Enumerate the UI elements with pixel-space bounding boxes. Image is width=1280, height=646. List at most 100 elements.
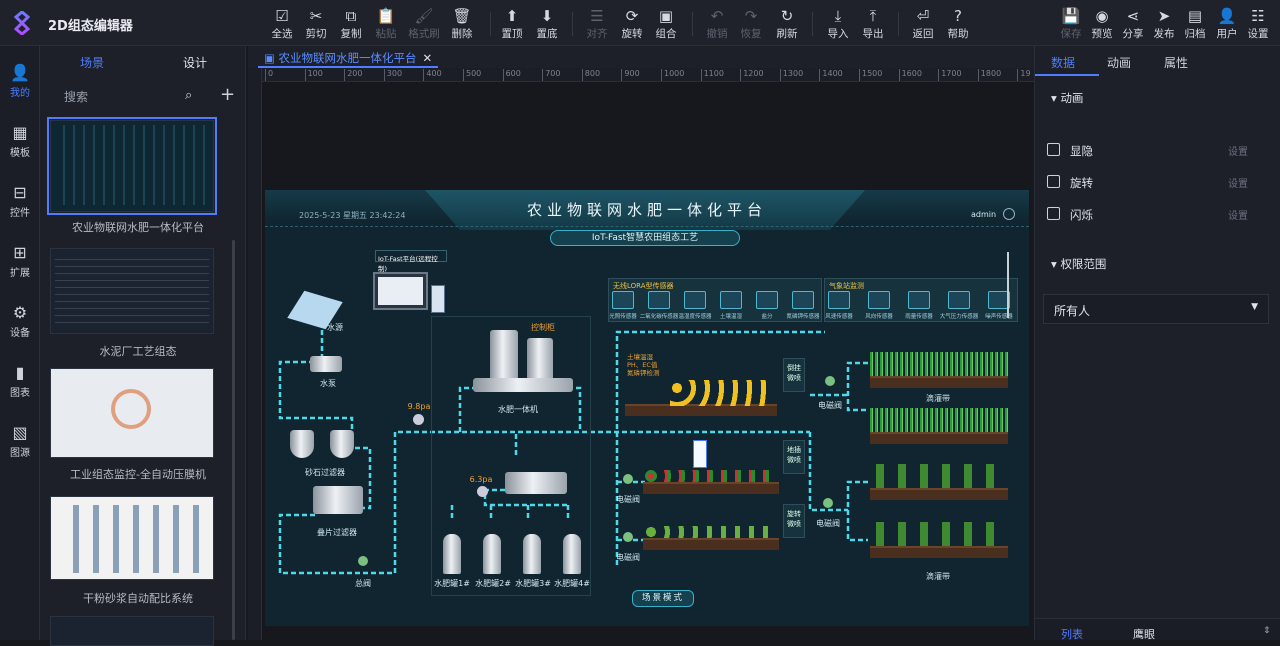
toolbar-button-copy[interactable]: ⧉复制 xyxy=(333,6,369,41)
scene-thumbnail[interactable] xyxy=(47,117,217,215)
sensor-icon[interactable] xyxy=(868,291,890,309)
toolbar-button-scissors[interactable]: ✂剪切 xyxy=(298,6,334,41)
scene-mode-button[interactable]: 场景模式 xyxy=(632,590,694,607)
checkbox-rotate[interactable] xyxy=(1047,175,1060,188)
expand-toggle-icon[interactable]: ⇕ xyxy=(1263,626,1271,636)
setting-link[interactable]: 设置 xyxy=(1228,179,1248,190)
tab-list[interactable]: 列表 xyxy=(1061,628,1083,641)
section-title: 权限范围 xyxy=(1060,257,1107,271)
animation-section-header[interactable]: ▾ 动画 xyxy=(1051,90,1083,106)
toolbar-button-refresh[interactable]: ↻刷新 xyxy=(769,6,805,41)
rail-item-image-source[interactable]: ▧图源 xyxy=(0,422,40,459)
toolbar-button-rotate[interactable]: ⟳旋转 xyxy=(614,6,650,41)
toolbar-button-preview-eye[interactable]: ◉预览 xyxy=(1084,6,1120,41)
valve-icon[interactable] xyxy=(623,532,633,542)
sensor-icon[interactable] xyxy=(612,291,634,309)
scada-scene[interactable]: 农业物联网水肥一体化平台 2025-5-23 星期五 23:42:24 admi… xyxy=(265,190,1029,626)
toolbar-button-archive[interactable]: ▤归档 xyxy=(1177,6,1213,41)
scene-label[interactable]: 工业组态监控-全自动压膜机 xyxy=(70,468,206,481)
toolbar-button-send-to-back[interactable]: ⬇置底 xyxy=(529,6,565,41)
valve-icon[interactable] xyxy=(825,376,835,386)
scene-subtitle: IoT-Fast智慧农田组态工艺 xyxy=(550,230,740,246)
scrollbar[interactable] xyxy=(232,240,235,640)
tab-animation[interactable]: 动画 xyxy=(1107,56,1132,70)
toolbar-button-trash[interactable]: 🗑删除 xyxy=(444,6,480,41)
caret-down-icon: ▼ xyxy=(1251,302,1258,312)
tab-properties[interactable]: 属性 xyxy=(1164,56,1189,70)
add-icon[interactable]: + xyxy=(220,84,236,105)
toolbar-button-import[interactable]: ⤓导入 xyxy=(820,6,856,41)
sensor-icon[interactable] xyxy=(948,291,970,309)
toolbar-button-select-all[interactable]: ☑全选 xyxy=(264,6,300,41)
tab-eagle-eye[interactable]: 鹰眼 xyxy=(1133,628,1155,641)
toolbar-button-paste[interactable]: 📋粘贴 xyxy=(368,6,404,41)
sensor-icon[interactable] xyxy=(988,291,1010,309)
toolbar-label: 预览 xyxy=(1091,28,1113,40)
valve-icon[interactable] xyxy=(623,474,633,484)
pipe xyxy=(808,432,848,512)
setting-link[interactable]: 设置 xyxy=(1228,211,1248,222)
toolbar-button-save[interactable]: 💾保存 xyxy=(1053,6,1089,41)
main-valve-icon[interactable] xyxy=(358,556,368,566)
toolbar-button-export[interactable]: ⤒导出 xyxy=(855,6,891,41)
soil-sensor-line: 土壤温湿 xyxy=(627,353,653,361)
close-icon[interactable]: ✕ xyxy=(422,51,433,65)
user-icon[interactable] xyxy=(1003,208,1015,220)
valve-icon[interactable] xyxy=(823,498,833,508)
rail-item-template[interactable]: ▦模板 xyxy=(0,122,40,159)
permission-section-header[interactable]: ▾ 权限范围 xyxy=(1051,256,1106,272)
setting-link[interactable]: 设置 xyxy=(1228,147,1248,158)
tab-design[interactable]: 设计 xyxy=(183,56,208,70)
rail-item-extension[interactable]: ⊞扩展 xyxy=(0,242,40,279)
divider xyxy=(572,12,573,36)
toolbar-button-redo[interactable]: ↷恢复 xyxy=(733,6,769,41)
toolbar-button-settings-sliders[interactable]: ☷设置 xyxy=(1240,6,1276,41)
scene-label[interactable]: 农业物联网水肥一体化平台 xyxy=(72,221,204,234)
sensor-icon[interactable] xyxy=(720,291,742,309)
toolbar-button-bring-to-front[interactable]: ⬆置顶 xyxy=(494,6,530,41)
sensor-icon[interactable] xyxy=(792,291,814,309)
scene-label[interactable]: 干粉砂浆自动配比系统 xyxy=(83,592,193,605)
document-tab[interactable]: ▣ 农业物联网水肥一体化平台✕ xyxy=(258,46,439,68)
widget-icon: ⊟ xyxy=(13,183,27,202)
ruler-tick: 900 xyxy=(621,69,640,81)
scene-thumbnail[interactable] xyxy=(50,248,214,334)
rail-item-device[interactable]: ⚙设备 xyxy=(0,302,40,339)
checkbox-show-hide[interactable] xyxy=(1047,143,1060,156)
sensor-label: 雨量传感器 xyxy=(905,314,933,320)
toolbar-button-group[interactable]: ▣组合 xyxy=(648,6,684,41)
search-input[interactable]: 搜索 xyxy=(64,90,89,104)
scene-label[interactable]: 水泥厂工艺组态 xyxy=(99,345,177,358)
checkbox-blink[interactable] xyxy=(1047,207,1060,220)
permission-select[interactable]: 所有人 ▼ xyxy=(1043,294,1269,324)
weather-station-box: 气象站监测风速传感器风向传感器雨量传感器大气压力传感器噪声传感器 xyxy=(824,278,1018,322)
sensor-icon[interactable] xyxy=(828,291,850,309)
tab-data[interactable]: 数据 xyxy=(1051,56,1076,70)
checkbox-label: 旋转 xyxy=(1070,176,1093,190)
toolbar-button-return[interactable]: ⏎返回 xyxy=(905,6,941,41)
sensor-icon[interactable] xyxy=(756,291,778,309)
scene-thumbnail[interactable] xyxy=(50,496,214,580)
sensor-icon[interactable] xyxy=(648,291,670,309)
rail-item-user[interactable]: 👤我的 xyxy=(0,62,40,99)
rail-item-chart[interactable]: ▮图表 xyxy=(0,362,40,399)
editor-tabbar: ▣ 农业物联网水肥一体化平台✕ xyxy=(248,46,1034,68)
sensor-icon[interactable] xyxy=(908,291,930,309)
ruler-tick: 1100 xyxy=(700,69,724,81)
toolbar-button-format-brush[interactable]: 🖌格式刷 xyxy=(406,6,442,41)
toolbar-button-undo[interactable]: ↶撤销 xyxy=(699,6,735,41)
scene-thumbnail[interactable] xyxy=(50,616,214,646)
weather-box-title: 气象站监测 xyxy=(829,282,864,290)
toolbar-button-share[interactable]: ⋖分享 xyxy=(1115,6,1151,41)
scene-thumbnail[interactable] xyxy=(50,368,214,458)
select-value: 所有人 xyxy=(1054,304,1091,318)
toolbar-button-help[interactable]: ?帮助 xyxy=(940,6,976,41)
rail-item-widget[interactable]: ⊟控件 xyxy=(0,182,40,219)
toolbar-button-user[interactable]: 👤用户 xyxy=(1209,6,1245,41)
sensor-icon[interactable] xyxy=(684,291,706,309)
toolbar-button-publish-send[interactable]: ➤发布 xyxy=(1146,6,1182,41)
search-icon[interactable]: ⌕ xyxy=(185,88,193,103)
tab-scene[interactable]: 场景 xyxy=(80,56,105,70)
toolbar-button-align[interactable]: ☰对齐 xyxy=(579,6,615,41)
ruler-tick: 600 xyxy=(502,69,521,81)
